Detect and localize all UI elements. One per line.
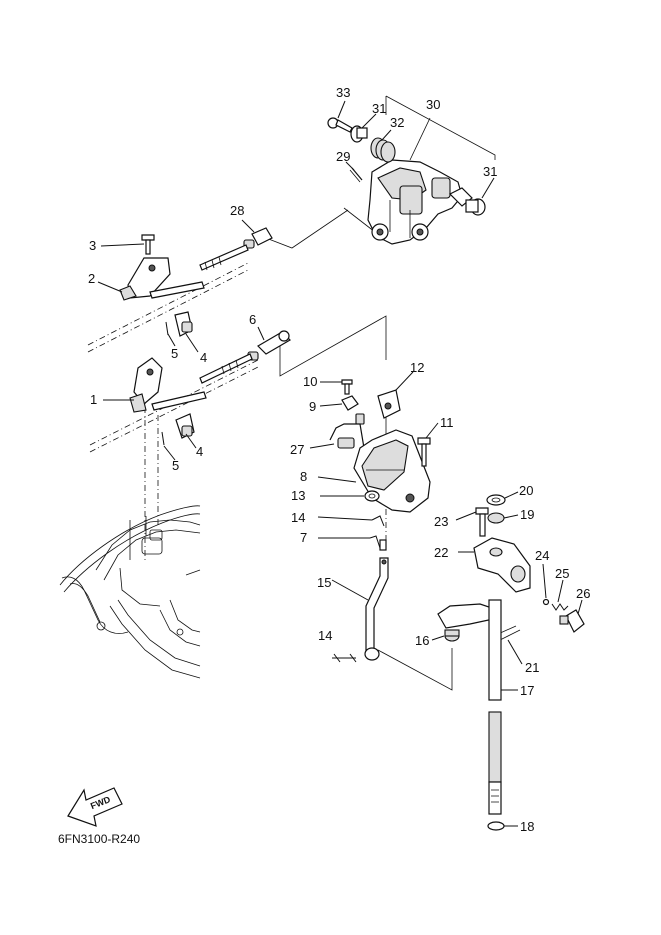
callout-14-lower: 14 xyxy=(318,628,332,643)
part-17-shift-shaft xyxy=(488,599,502,815)
callout-12: 12 xyxy=(410,360,424,375)
callout-6: 6 xyxy=(249,312,256,327)
callout-27: 27 xyxy=(290,442,304,457)
callout-19: 19 xyxy=(520,507,534,522)
part-32-spring xyxy=(370,137,396,163)
bracket-30-leader xyxy=(385,95,496,161)
part-14-clip-upper xyxy=(371,515,385,527)
callout-4-upper: 4 xyxy=(200,350,207,365)
part-9-clip xyxy=(341,395,365,425)
callout-23: 23 xyxy=(434,514,448,529)
part-31-collar-upper xyxy=(350,125,368,143)
callout-22: 22 xyxy=(434,545,448,560)
callout-29: 29 xyxy=(336,149,350,164)
callout-10: 10 xyxy=(303,374,317,389)
part-29-pin xyxy=(349,167,363,183)
part-24-ball xyxy=(542,598,550,606)
callout-5-upper: 5 xyxy=(171,346,178,361)
part-14-clip-lower xyxy=(332,653,357,663)
remote-control-assembly xyxy=(367,159,473,245)
part-31-collar-lower xyxy=(465,198,486,216)
part-15-shift-rod xyxy=(364,557,389,661)
part-4-holder-upper xyxy=(174,311,193,337)
part-13-washer xyxy=(364,490,380,502)
part-33-bolt xyxy=(327,117,353,133)
callout-16: 16 xyxy=(415,633,429,648)
callout-31-lower: 31 xyxy=(483,164,497,179)
part-5-pin-upper xyxy=(165,321,169,336)
part-20-washer xyxy=(486,494,506,506)
part-5-pin-lower xyxy=(161,431,165,446)
callout-28: 28 xyxy=(230,203,244,218)
callout-15: 15 xyxy=(317,575,331,590)
callout-32: 32 xyxy=(390,115,404,130)
callout-9: 9 xyxy=(309,399,316,414)
callout-5-lower: 5 xyxy=(172,458,179,473)
part-19-nut xyxy=(487,512,505,524)
part-25-spring xyxy=(551,603,569,611)
callout-26: 26 xyxy=(576,586,590,601)
part-12-joint xyxy=(377,389,401,419)
part-1-clamp xyxy=(129,357,207,413)
callout-31-upper: 31 xyxy=(372,101,386,116)
callout-8: 8 xyxy=(300,469,307,484)
part-6-cable-joint xyxy=(199,330,291,384)
callout-33: 33 xyxy=(336,85,350,100)
engine-base-outline xyxy=(59,505,201,679)
part-22-holder xyxy=(473,537,531,593)
fwd-arrow-icon: FWD xyxy=(67,787,123,827)
part-2-clamp xyxy=(119,257,205,301)
part-18-o-ring xyxy=(487,821,505,831)
callout-21: 21 xyxy=(525,660,539,675)
callout-25: 25 xyxy=(555,566,569,581)
callout-20: 20 xyxy=(519,483,533,498)
callout-2: 2 xyxy=(88,271,95,286)
part-16-collar xyxy=(444,629,460,642)
part-7-pin xyxy=(369,535,387,551)
part-4-holder-lower xyxy=(175,413,195,439)
callout-30: 30 xyxy=(426,97,440,112)
callout-24: 24 xyxy=(535,548,549,563)
callout-11: 11 xyxy=(440,415,454,430)
part-23-bolt xyxy=(475,507,489,537)
part-26-plug xyxy=(559,609,585,633)
leader-lines xyxy=(97,100,583,827)
callout-3: 3 xyxy=(89,238,96,253)
part-27-rod xyxy=(329,423,365,449)
callout-14-upper: 14 xyxy=(291,510,305,525)
callout-1: 1 xyxy=(90,392,97,407)
callout-7: 7 xyxy=(300,530,307,545)
callout-4-lower: 4 xyxy=(196,444,203,459)
part-28-cable-joint xyxy=(199,227,273,271)
part-3-bolt-upper xyxy=(141,234,155,255)
diagram-code: 6FN3100-R240 xyxy=(58,832,140,846)
callout-13: 13 xyxy=(291,488,305,503)
callout-18: 18 xyxy=(520,819,534,834)
callout-17: 17 xyxy=(520,683,534,698)
callout-labels: 1 2 3 4 4 5 5 6 7 8 9 10 11 12 13 14 14 … xyxy=(88,85,590,834)
part-10-screw xyxy=(341,379,353,395)
